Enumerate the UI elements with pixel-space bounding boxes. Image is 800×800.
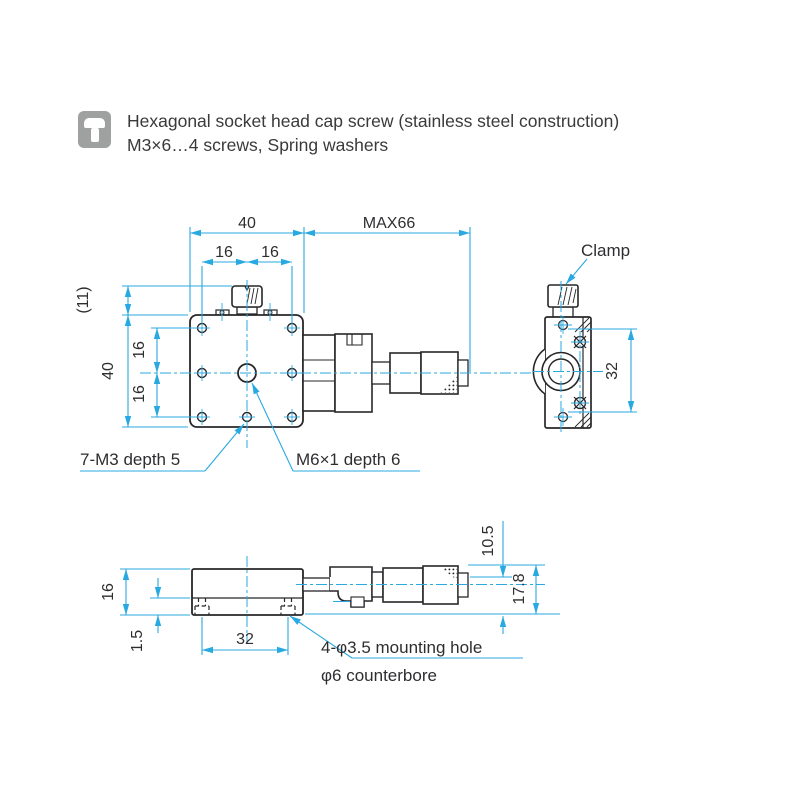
leader-m6 [251, 382, 294, 472]
front-dim-10-5: 10.5 [480, 525, 497, 556]
label-mounting-hole: 4-φ3.5 mounting hole [321, 638, 482, 657]
front-thimble-knurl [440, 567, 457, 580]
side-hatch [574, 317, 592, 428]
side-knob-knurl [557, 286, 577, 306]
front-bracket-tab [350, 596, 365, 608]
front-dim-16: 16 [100, 583, 117, 601]
front-view: 16 1.5 32 10.5 17.8 4-φ3.5 mounting hole… [100, 521, 560, 685]
leader-mounting [289, 615, 353, 659]
side-dim-32: 32 [604, 362, 621, 380]
front-dim-32: 32 [236, 631, 254, 648]
dim-row-lower-16: 16 [131, 385, 148, 403]
note-line-1: Hexagonal socket head cap screw (stainle… [127, 111, 620, 131]
dimension-lines-top [124, 229, 470, 427]
counterbore-holes [194, 598, 296, 615]
cap-screw-icon [78, 111, 111, 148]
assembly-note: Hexagonal socket head cap screw (stainle… [127, 109, 619, 157]
dim-hole-left-16: 16 [215, 244, 233, 261]
front-dim-17-8: 17.8 [511, 573, 528, 604]
dim-height-40: 40 [100, 362, 117, 380]
side-dim-32-lines [568, 328, 637, 413]
label-7m3-depth5: 7-M3 depth 5 [80, 450, 180, 469]
dim-row-upper-16: 16 [131, 341, 148, 359]
note-line-2: M3×6…4 screws, Spring washers [127, 135, 389, 156]
side-view: Clamp 32 [532, 241, 637, 433]
side-clamp-knob [547, 284, 579, 308]
label-m6x1-depth6: M6×1 depth 6 [296, 450, 400, 469]
m3-holes [194, 320, 300, 425]
dim-width-40: 40 [238, 215, 256, 232]
top-view: 40 MAX66 16 16 (11) 40 16 16 7-M3 depth … [75, 215, 545, 472]
front-dim-1-5: 1.5 [129, 630, 146, 652]
dim-hole-right-16: 16 [261, 244, 279, 261]
mount-notch [346, 334, 363, 346]
dim-travel-max66: MAX66 [363, 215, 416, 232]
front-dimension-lines [122, 521, 540, 654]
screw-shaft-glyph [90, 128, 99, 142]
leader-7m3 [204, 423, 245, 472]
label-clamp: Clamp [581, 241, 630, 260]
extension-lines-top [122, 227, 471, 428]
leader-clamp [565, 258, 588, 285]
dim-knob-11: (11) [75, 286, 92, 313]
thimble-knurl [440, 375, 457, 393]
label-counterbore: φ6 counterbore [321, 666, 437, 685]
screw-head-glyph [84, 118, 105, 128]
